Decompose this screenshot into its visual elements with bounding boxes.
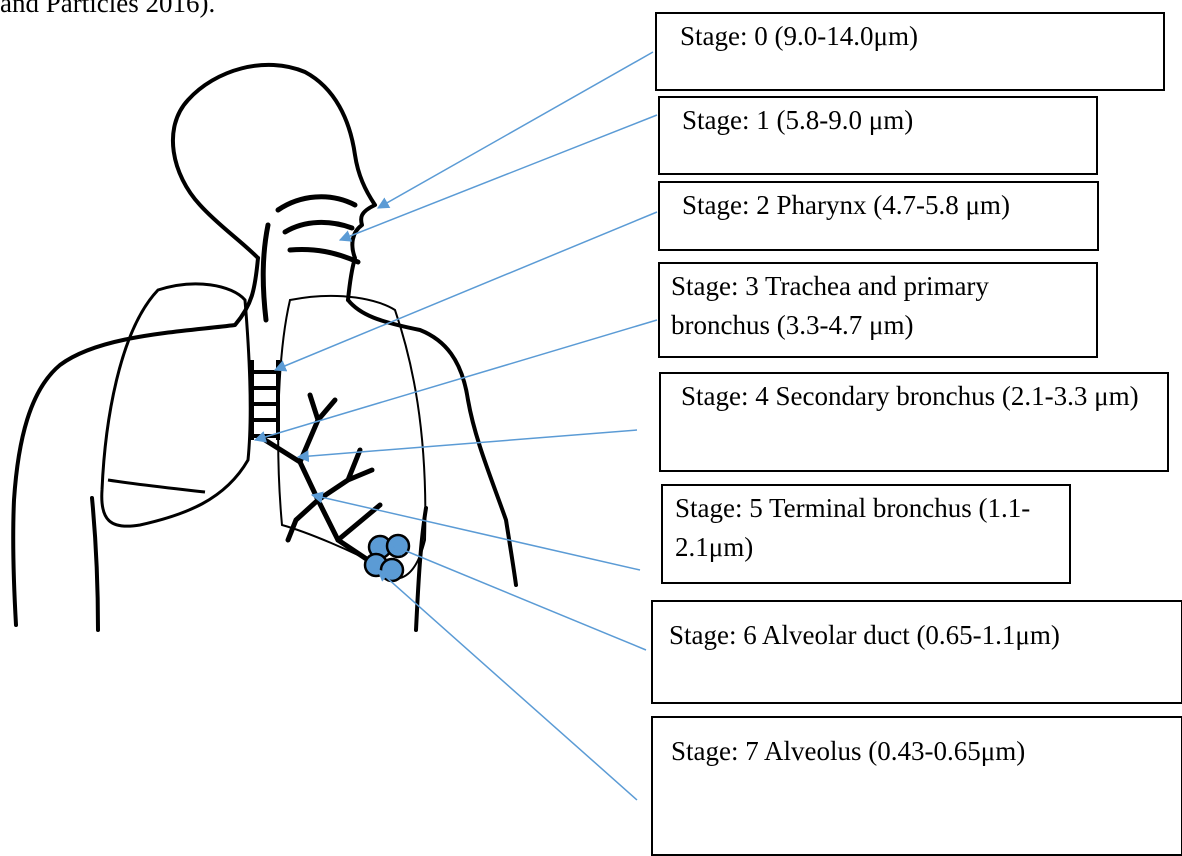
stage-2-label-box: Stage: 2 Pharynx (4.7-5.8 μm): [658, 181, 1099, 251]
stage-2-label: Stage: 2 Pharynx (4.7-5.8 μm): [682, 190, 1010, 220]
stage-1-label-box: Stage: 1 (5.8-9.0 μm): [658, 96, 1098, 175]
left-lung: [102, 284, 250, 526]
human-body-outline: [13, 65, 516, 630]
nasal-and-oral-cavity: [263, 197, 358, 320]
arrow-stage-2: [275, 212, 657, 370]
stage-7-label: Stage: 7 Alveolus (0.43-0.65μm): [671, 736, 1025, 766]
stage-5-label: Stage: 5 Terminal bronchus (1.1-2.1μm): [675, 493, 1030, 562]
alveoli-cluster: [365, 535, 409, 581]
arrow-stage-7: [378, 570, 637, 800]
stage-0-label: Stage: 0 (9.0-14.0μm): [680, 21, 918, 51]
trachea: [252, 360, 278, 440]
stage-7-label-box: Stage: 7 Alveolus (0.43-0.65μm): [651, 716, 1182, 856]
stage-5-label-box: Stage: 5 Terminal bronchus (1.1-2.1μm): [661, 484, 1071, 584]
arrow-stage-5: [312, 495, 640, 570]
arrow-stage-6: [394, 546, 646, 650]
arrow-stage-3: [255, 320, 657, 440]
stage-4-label-box: Stage: 4 Secondary bronchus (2.1-3.3 μm): [659, 372, 1169, 472]
stage-3-label: Stage: 3 Trachea and primary bronchus (3…: [671, 271, 989, 340]
stage-6-label-box: Stage: 6 Alveolar duct (0.65-1.1μm): [651, 600, 1182, 704]
arrow-stage-1: [340, 115, 657, 240]
stage-1-label: Stage: 1 (5.8-9.0 μm): [682, 105, 913, 135]
arrow-stage-0: [378, 52, 653, 208]
arrow-stage-4: [298, 430, 637, 457]
stage-4-label: Stage: 4 Secondary bronchus (2.1-3.3 μm): [681, 381, 1139, 411]
stage-3-label-box: Stage: 3 Trachea and primary bronchus (3…: [658, 262, 1098, 358]
stage-0-label-box: Stage: 0 (9.0-14.0μm): [655, 12, 1165, 91]
stage-6-label: Stage: 6 Alveolar duct (0.65-1.1μm): [669, 620, 1060, 650]
